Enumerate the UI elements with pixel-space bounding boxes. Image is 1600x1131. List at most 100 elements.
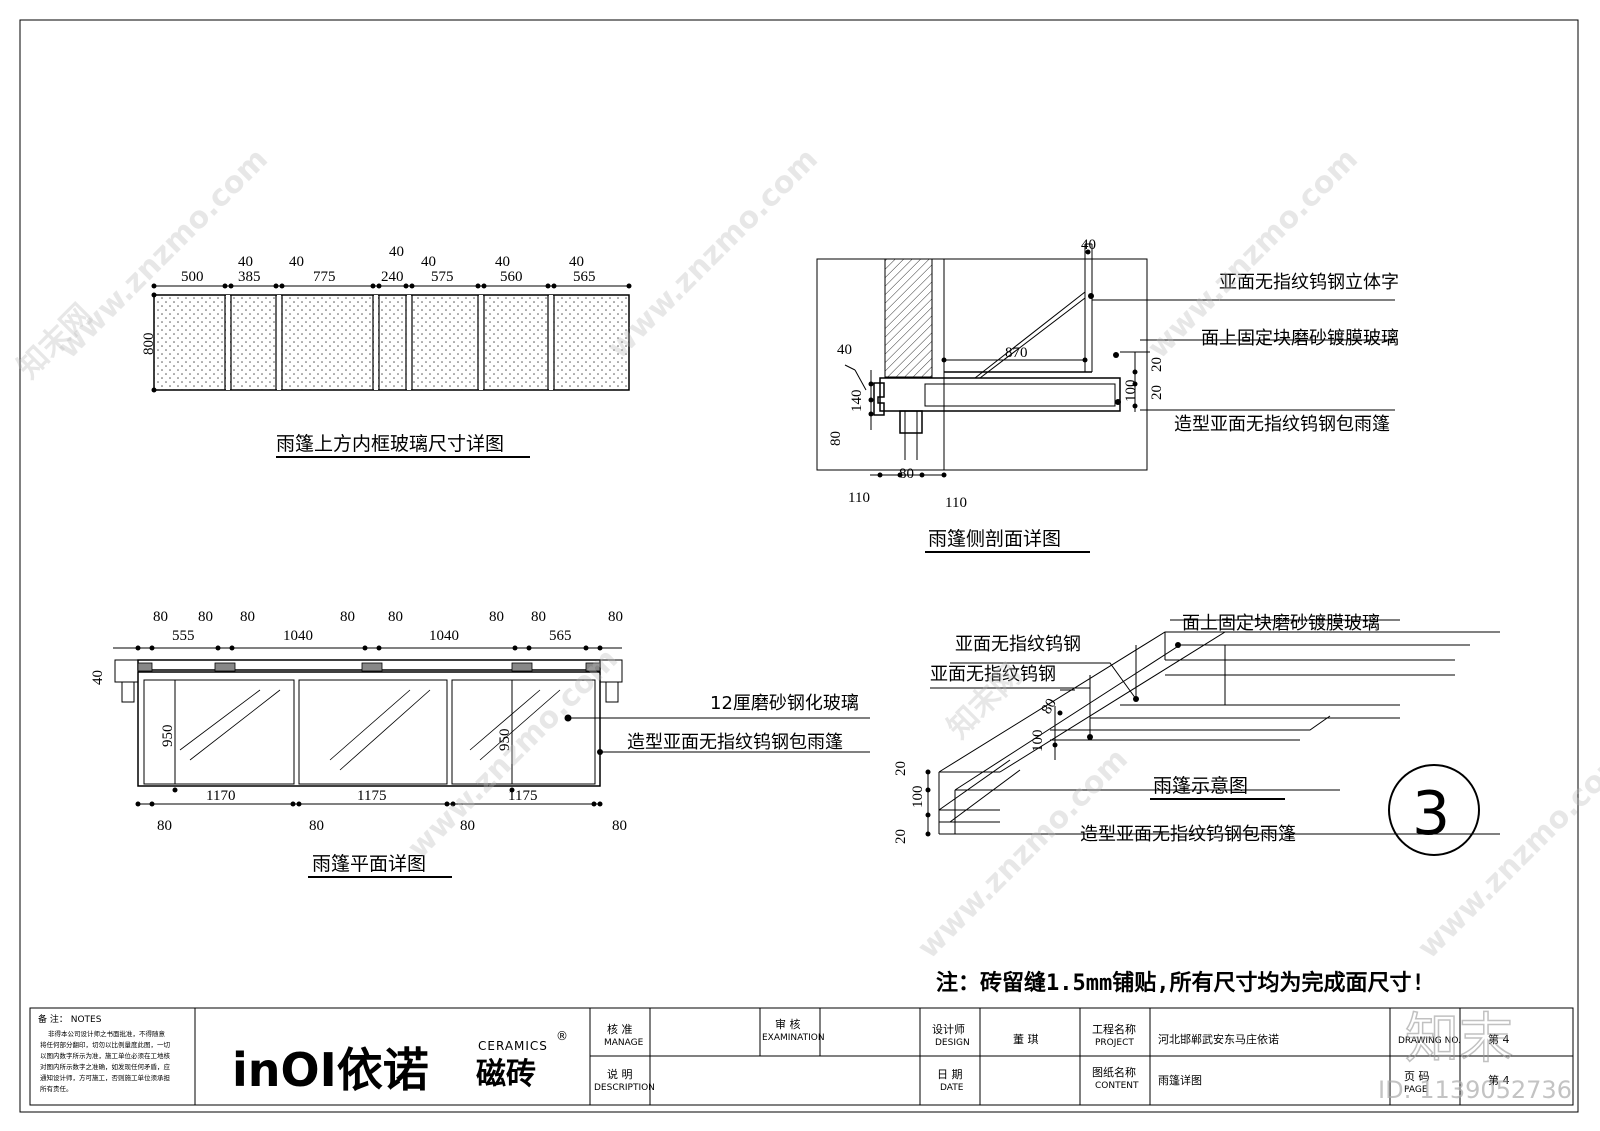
notes-line-2: 将任何部分翻印，切勿以比例量度此图，一切	[40, 1040, 171, 1049]
side-dim-40-left: 40	[837, 342, 852, 358]
plan-dim-80-7: 80	[531, 609, 546, 625]
logo-text: inOI依诺	[232, 1043, 429, 1097]
side-dim-40-top: 40	[1081, 237, 1096, 253]
plan-dim-80-4: 80	[340, 609, 355, 625]
label-steel2: 亚面无指纹钨钢	[930, 664, 1056, 685]
dim-40b: 40	[289, 254, 304, 270]
label-wrap: 造型亚面无指纹钨钢包雨篷	[1174, 414, 1390, 435]
schematic-detail	[927, 619, 1500, 835]
notes-line-5: 通知设计师，方可施工，否则施工单位须承担	[40, 1073, 171, 1082]
plan-dim-80-b2: 80	[309, 818, 324, 834]
side-dim-140: 140	[849, 390, 865, 413]
dim-800: 800	[141, 333, 157, 356]
dim-560: 560	[500, 269, 523, 285]
watermark-text: www.znzmo.com	[401, 642, 625, 866]
plan-dim-950a: 950	[160, 725, 176, 748]
project-en: PROJECT	[1095, 1038, 1134, 1048]
watermark-logo: 知末	[1405, 1007, 1513, 1070]
sheet-number: 3	[1412, 779, 1450, 849]
caption-glass-size: 雨篷上方内框玻璃尺寸详图	[276, 433, 504, 455]
drawno-value: 第 4	[1488, 1032, 1510, 1046]
schem-dim-20a: 20	[893, 761, 909, 776]
schem-dim-80: 80	[1039, 696, 1060, 717]
designer-cn: 设计师	[932, 1023, 965, 1036]
schem-dim-100: 100	[1030, 730, 1046, 753]
plan-dim-950b: 950	[497, 729, 513, 752]
exam-en: EXAMINATION	[762, 1033, 825, 1043]
drawno-en: DRAWING NO.	[1398, 1036, 1461, 1046]
exam-cn: 审 核	[775, 1017, 801, 1031]
watermark-text: www.znzmo.com	[601, 142, 825, 366]
plan-dim-565: 565	[549, 628, 572, 644]
side-dim-80-bot: 80	[899, 466, 914, 482]
date-en: DATE	[940, 1083, 964, 1093]
logo-registered: ®	[556, 1029, 568, 1043]
note-text: 注：砖留缝1.5mm铺贴,所有尺寸均为完成面尺寸!	[936, 970, 1425, 996]
side-dim-870: 870	[1005, 345, 1028, 361]
side-dim-100: 100	[1123, 380, 1139, 403]
label-glass12: 12厘磨砂钢化玻璃	[710, 693, 859, 714]
schem-dim-100b: 100	[910, 786, 926, 809]
project-value: 河北邯郸武安东马庄依诺	[1158, 1032, 1279, 1046]
label-wrap2: 造型亚面无指纹钨钢包雨篷	[627, 732, 843, 753]
title-block	[29, 1007, 1574, 1106]
dim-40a: 40	[238, 254, 253, 270]
notes-title: 备 注： NOTES	[38, 1013, 102, 1025]
logo-tile: 磁砖	[476, 1057, 536, 1092]
plan-dim-40: 40	[90, 670, 106, 685]
side-dim-110b: 110	[945, 495, 967, 511]
dim-40e: 40	[495, 254, 510, 270]
plan-dim-1175b: 1175	[508, 788, 537, 804]
logo-ceramics: CERAMICS	[478, 1039, 548, 1053]
side-section-detail	[816, 243, 1395, 476]
page-value: 第 4	[1488, 1073, 1510, 1087]
side-dim-80-left: 80	[828, 431, 844, 446]
date-cn: 日 期	[937, 1068, 963, 1081]
plan-dim-1040b: 1040	[429, 628, 459, 644]
side-dim-20b: 20	[1149, 385, 1165, 400]
desc-en: DESCRIPTION	[594, 1083, 655, 1093]
dim-500: 500	[181, 269, 204, 285]
plan-dim-1040a: 1040	[283, 628, 313, 644]
approve-en: MANAGE	[604, 1038, 644, 1048]
plan-dim-1175a: 1175	[357, 788, 386, 804]
side-section-marks	[868, 249, 1138, 478]
notes-line-1: 非得本公司设计师之书面批准，不得随意	[48, 1029, 166, 1038]
page-cn: 页 码	[1404, 1070, 1430, 1083]
dim-40f: 40	[569, 254, 584, 270]
plan-joints	[137, 662, 601, 672]
notes-line-6: 所有责任。	[40, 1084, 73, 1093]
desc-cn: 说 明	[607, 1067, 633, 1081]
dim-240: 240	[381, 269, 404, 285]
caption-plan: 雨篷平面详图	[312, 853, 426, 875]
notes-line-4: 对图内所示数字之准确，如发现任何矛盾，应	[40, 1062, 171, 1071]
label-top-glass2: 面上固定块磨砂镀膜玻璃	[1182, 613, 1380, 634]
side-dim-110a: 110	[848, 490, 870, 506]
page-en: PAGE	[1404, 1085, 1428, 1095]
label-top-glass: 面上固定块磨砂镀膜玻璃	[1201, 328, 1399, 349]
label-letters: 亚面无指纹钨钢立体字	[1219, 272, 1399, 293]
dim-565: 565	[573, 269, 596, 285]
label-wrap3: 造型亚面无指纹钨钢包雨篷	[1080, 824, 1296, 845]
dim-575: 575	[431, 269, 454, 285]
watermark-text: www.znzmo.com	[1411, 742, 1600, 966]
plan-dim-80-6: 80	[489, 609, 504, 625]
schematic-marks	[925, 642, 1181, 837]
plan-dim-80-b1: 80	[157, 818, 172, 834]
content-value: 雨篷详图	[1158, 1073, 1202, 1087]
caption-side-section: 雨篷侧剖面详图	[928, 528, 1061, 550]
label-steel1: 亚面无指纹钨钢	[955, 634, 1081, 655]
plan-dim-80-8: 80	[608, 609, 623, 625]
plan-dim-1170: 1170	[206, 788, 235, 804]
project-cn: 工程名称	[1092, 1022, 1136, 1036]
plan-marks	[135, 645, 603, 807]
caption-schematic: 雨篷示意图	[1153, 775, 1248, 797]
plan-dim-80-1: 80	[153, 609, 168, 625]
plan-dim-80-2: 80	[198, 609, 213, 625]
plan-dim-80-b3: 80	[460, 818, 475, 834]
designer-value: 董 琪	[1013, 1033, 1039, 1046]
dim-40c: 40	[389, 244, 404, 260]
designer-en: DESIGN	[935, 1038, 970, 1048]
sheet-number-circle	[1388, 764, 1480, 856]
